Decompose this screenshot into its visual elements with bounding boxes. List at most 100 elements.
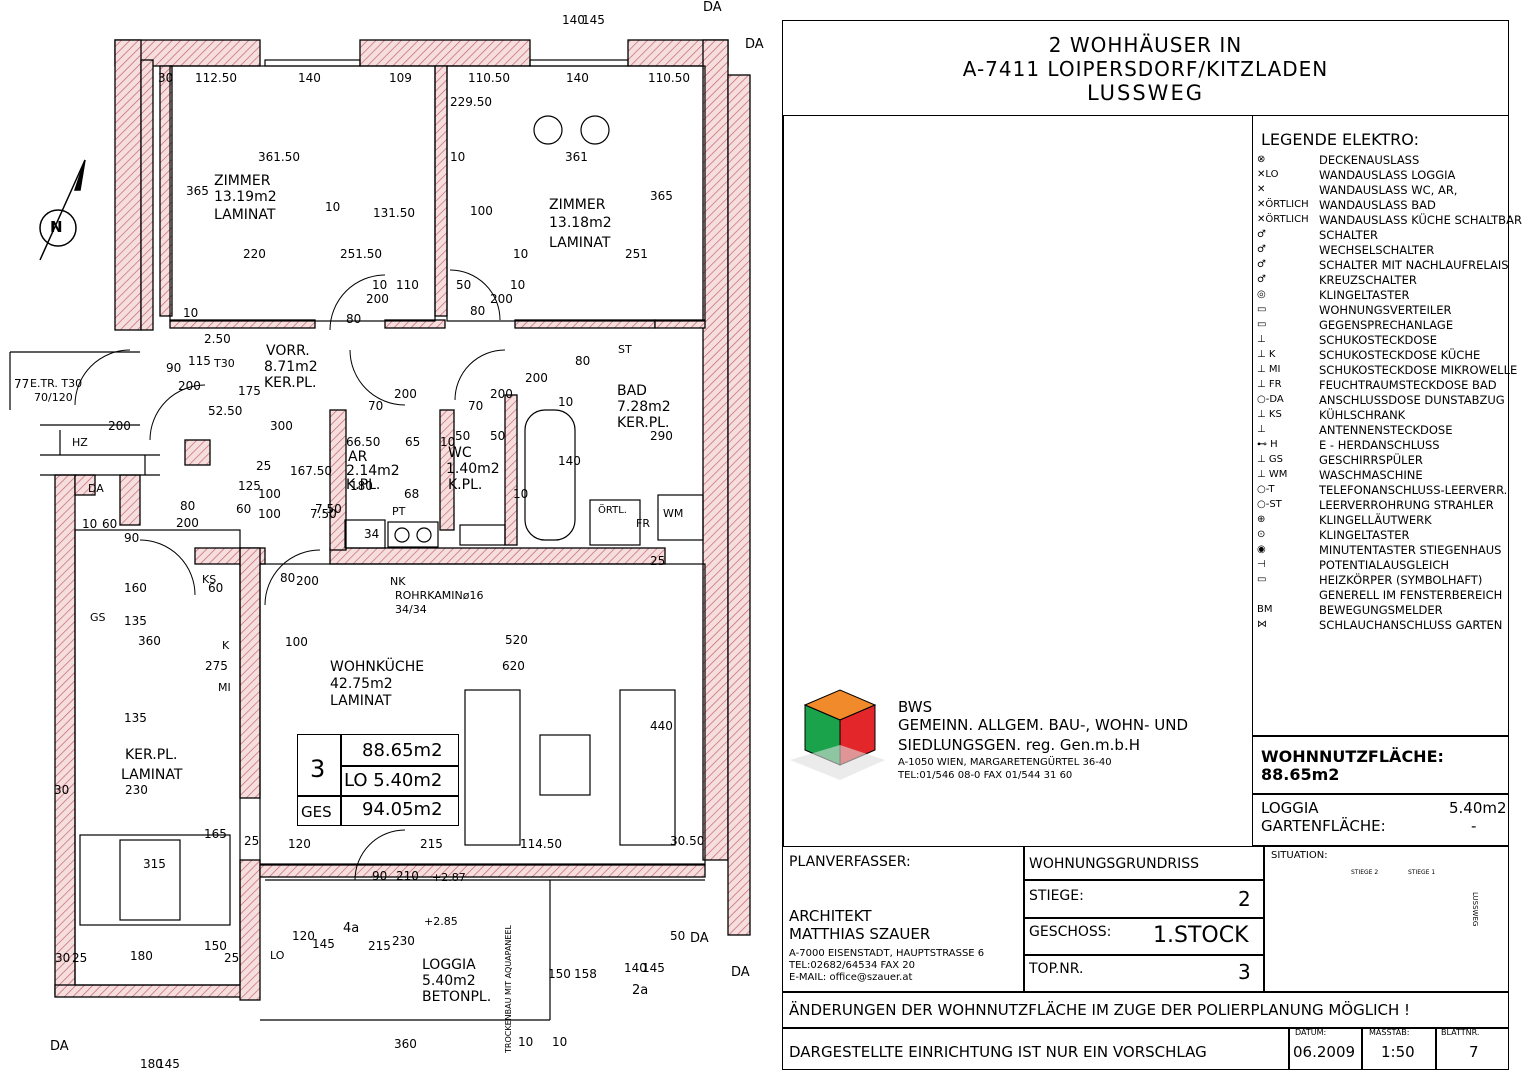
legend-label: ANTENNENSTECKDOSE xyxy=(1319,423,1453,437)
legend-symbol-icon: ⊥ xyxy=(1257,334,1266,345)
wnf-label: WOHNNUTZFLÄCHE: xyxy=(1261,747,1444,766)
legend-title: LEGENDE ELEKTRO: xyxy=(1261,130,1419,149)
room-name: BAD xyxy=(617,383,647,399)
legend-symbol-icon: ▭ xyxy=(1257,574,1267,585)
legend-label: LEERVERROHRUNG STRAHLER xyxy=(1319,498,1494,512)
datum-label: DATUM: xyxy=(1295,1028,1327,1037)
legend-item: ▭HEIZKÖRPER (SYMBOLHAFT) xyxy=(1257,574,1507,589)
dimension-label: 360 xyxy=(138,634,161,648)
dimension-label: 140 xyxy=(566,71,589,85)
legend-label: ANSCHLUSSDOSE DUNSTABZUG xyxy=(1319,393,1505,407)
legend-symbol-icon: ⊥ GS xyxy=(1257,454,1283,465)
room-floor: LAMINAT xyxy=(549,235,611,251)
blatt-value: 7 xyxy=(1469,1043,1479,1061)
legend-symbol-icon: ♂ xyxy=(1257,244,1266,255)
dimension-label: 135 xyxy=(124,614,147,628)
dimension-label: 229.50 xyxy=(450,95,492,109)
dimension-label: 10 xyxy=(450,150,466,164)
nk-label: NK xyxy=(390,575,406,588)
dimension-label: 109 xyxy=(389,71,412,85)
legend-label: KÜHLSCHRANK xyxy=(1319,408,1406,422)
legend-label: KLINGELLÄUTWERK xyxy=(1319,513,1432,527)
dimension-label: 440 xyxy=(650,719,673,733)
architect-name: MATTHIAS SZAUER xyxy=(789,925,931,943)
dimension-label: 110 xyxy=(396,278,419,292)
dimension-label: 360 xyxy=(394,1037,417,1051)
legend-item: ♂SCHALTER MIT NACHLAUFRELAIS xyxy=(1257,259,1509,274)
legend-label: GENERELL IM FENSTERBEREICH xyxy=(1319,588,1503,602)
walls xyxy=(54,39,751,1001)
legend-symbol-icon: ✕LO xyxy=(1257,169,1279,180)
legend-symbol-icon: ✕ÖRTLICH xyxy=(1257,214,1309,225)
lo-label: LO xyxy=(270,949,285,962)
legend-symbol-icon: ◎ xyxy=(1257,289,1266,300)
room-name: VORR. xyxy=(266,343,310,359)
ks-label: KS xyxy=(202,573,217,586)
room-floor: LAMINAT xyxy=(214,207,276,223)
architect-title: ARCHITEKT xyxy=(789,907,872,925)
dimension-label: 80 xyxy=(346,312,362,326)
t30-label: T30 xyxy=(214,357,235,370)
legend-symbol-icon: ✕ xyxy=(1257,184,1266,195)
level-mark: +2.87 xyxy=(432,871,466,884)
legend-item: ▭GEGENSPRECHANLAGE xyxy=(1257,319,1507,334)
room-area: 1.40m2 xyxy=(446,461,500,477)
legend-symbol-icon: ♂ xyxy=(1257,229,1266,240)
stiege1-label: STIEGE 1 xyxy=(1408,869,1436,876)
legend-item: ◎KLINGELTASTER xyxy=(1257,289,1507,304)
dimension-label: 200 xyxy=(490,387,513,401)
legend-symbol-icon: ⊙ xyxy=(1257,529,1266,540)
kitchen-floor-a: KER.PL. xyxy=(125,747,178,763)
legend-item: ⊥SCHUKOSTECKDOSE xyxy=(1257,334,1507,349)
top-label: TOP.NR. xyxy=(1029,961,1084,977)
etr-dim: 70/120 xyxy=(34,391,73,404)
dimension-label: 100 xyxy=(258,507,281,521)
dimension-label: 165 xyxy=(204,827,227,841)
garten-label: GARTENFLÄCHE: xyxy=(1261,817,1386,835)
north-label: N xyxy=(50,218,63,236)
blatt-label: BLATTNR. xyxy=(1441,1028,1480,1037)
dimension-label: 7.50 xyxy=(310,507,337,521)
dimension-label: 300 xyxy=(270,419,293,433)
dimension-label: 180 xyxy=(130,949,153,963)
dimension-label: 100 xyxy=(258,487,281,501)
da-label: DA xyxy=(745,37,764,52)
da-label: DA xyxy=(50,1039,69,1054)
legend-item: ▭WOHNUNGSVERTEILER xyxy=(1257,304,1507,319)
dimension-label: 150 xyxy=(548,967,571,981)
legend-symbol-icon: ⋈ xyxy=(1257,619,1267,630)
legend-symbol-icon: ⊥ K xyxy=(1257,349,1276,360)
area-ges: 94.05m2 xyxy=(362,799,443,820)
dimension-label: 180 xyxy=(140,1057,163,1071)
legend-label: GESCHIRRSPÜLER xyxy=(1319,453,1423,467)
dimension-label: 365 xyxy=(186,184,209,198)
legend-symbol-icon: ⊣ xyxy=(1257,559,1266,570)
legend-item: ⊙KLINGELTASTER xyxy=(1257,529,1507,544)
datum-value: 06.2009 xyxy=(1293,1043,1356,1061)
dimension-label: 100 xyxy=(285,635,308,649)
dimension-label: 60 xyxy=(236,502,252,516)
legend-label: WASCHMASCHINE xyxy=(1319,468,1423,482)
legend-item: ⊣POTENTIALAUSGLEICH xyxy=(1257,559,1507,574)
masstab-label: MASSTAB: xyxy=(1369,1028,1410,1037)
dimension-label: 120 xyxy=(288,837,311,851)
area-ges-label: GES xyxy=(301,803,332,821)
bws-line-2: SIEDLUNGSGEN. reg. Gen.m.b.H xyxy=(898,736,1140,754)
room-floor: KER.PL. xyxy=(264,375,317,391)
dimension-label: 70 xyxy=(468,399,484,413)
dimension-label: 140 xyxy=(562,13,585,27)
fr-label: FR xyxy=(636,517,650,530)
legend-symbol-icon: ▭ xyxy=(1257,304,1267,315)
architect-address: A-7000 EISENSTADT, HAUPTSTRASSE 6 xyxy=(789,948,985,959)
dimension-label: 10 xyxy=(510,278,526,292)
dimension-label: 25 xyxy=(256,459,272,473)
dimension-label: 10 xyxy=(325,200,341,214)
room-floor: KER.PL. xyxy=(617,415,670,431)
room-area: 13.18m2 xyxy=(549,215,612,231)
dimension-label: 200 xyxy=(296,574,319,588)
bws-logo xyxy=(790,689,885,780)
